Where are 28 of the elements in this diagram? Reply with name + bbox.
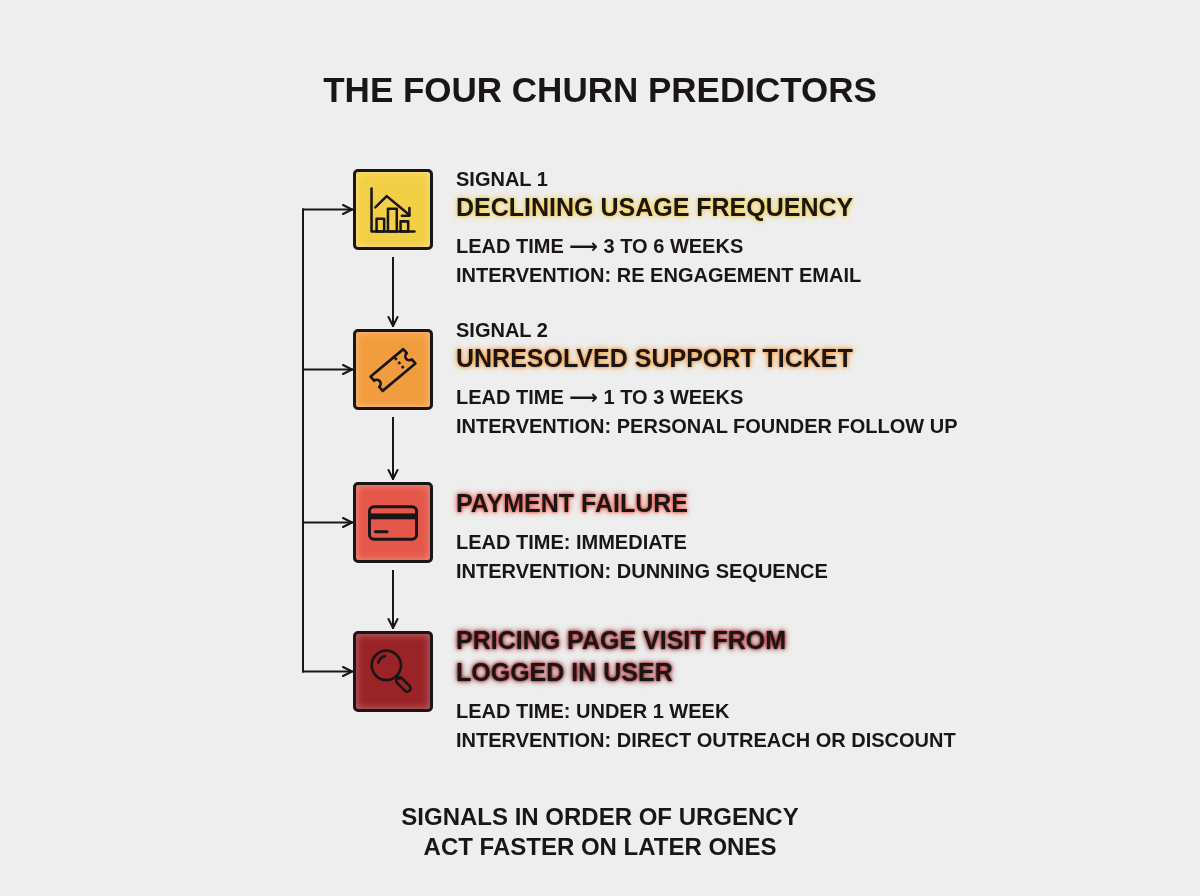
- arrow: [387, 257, 399, 327]
- lead-time-text: LEAD TIME: UNDER 1 WEEK: [456, 699, 730, 724]
- arrow: [387, 417, 399, 480]
- arrow: [302, 517, 353, 528]
- signal-label: SIGNAL 1: [456, 167, 548, 191]
- arrow: [387, 570, 399, 629]
- intervention-text: INTERVENTION: DIRECT OUTREACH OR DISCOUNT: [456, 728, 956, 753]
- connector-line: [302, 208, 304, 673]
- signal-title: DECLINING USAGE FREQUENCY: [456, 192, 854, 223]
- signal-tile: [353, 329, 433, 410]
- signal-tile: [353, 631, 433, 712]
- signal-tile: [353, 169, 433, 250]
- signal-title: PRICING PAGE VISIT FROM LOGGED IN USER: [456, 625, 788, 688]
- signal-title: UNRESOLVED SUPPORT TICKET: [456, 343, 853, 374]
- intervention-text: INTERVENTION: RE ENGAGEMENT EMAIL: [456, 263, 862, 288]
- intervention-text: INTERVENTION: PERSONAL FOUNDER FOLLOW UP: [456, 414, 958, 439]
- lead-time-text: LEAD TIME: IMMEDIATE: [456, 530, 687, 555]
- arrow: [302, 364, 353, 375]
- arrow: [302, 204, 353, 215]
- signal-title: PAYMENT FAILURE: [456, 488, 688, 519]
- diagram-title: THE FOUR CHURN PREDICTORS: [323, 70, 877, 110]
- caption-text: SIGNALS IN ORDER OF URGENCY ACT FASTER ON LATER ONES: [400, 802, 800, 862]
- lead-time-text: LEAD TIME ⟶ 3 TO 6 WEEKS: [456, 234, 744, 259]
- intervention-text: INTERVENTION: DUNNING SEQUENCE: [456, 559, 828, 584]
- signal-label: SIGNAL 2: [456, 318, 548, 342]
- lead-time-text: LEAD TIME ⟶ 1 TO 3 WEEKS: [456, 385, 744, 410]
- arrow: [302, 666, 353, 677]
- signal-tile: [353, 482, 433, 563]
